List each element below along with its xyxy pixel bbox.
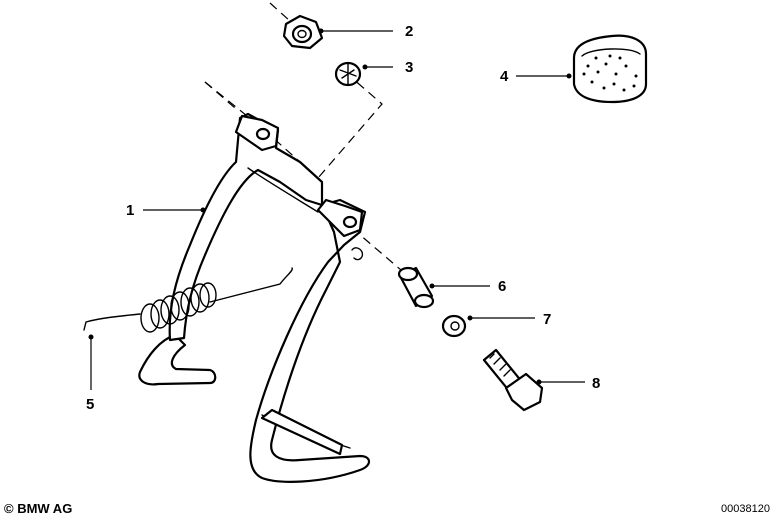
callout-leaders: [88, 28, 585, 390]
callout-7[interactable]: 7: [543, 311, 551, 328]
copyright-text: © BMW AG: [4, 501, 73, 516]
callout-1[interactable]: 1: [126, 202, 134, 219]
nut-part-2: [282, 14, 324, 50]
callout-8[interactable]: 8: [592, 375, 600, 392]
center-stand-part-1: [138, 112, 371, 483]
callout-2[interactable]: 2: [405, 23, 413, 40]
bolt-part-8: [482, 348, 544, 412]
rubber-buffer-part-4: [572, 34, 648, 104]
callout-4[interactable]: 4: [500, 68, 509, 85]
spring-part-5: [83, 267, 294, 333]
callout-6[interactable]: 6: [498, 278, 506, 295]
callout-3[interactable]: 3: [405, 59, 413, 76]
washer-part-3: [334, 61, 362, 87]
callout-5[interactable]: 5: [86, 396, 94, 413]
callout-labels: 1 2 3 4 5 6 7 8: [86, 23, 600, 413]
washer-part-7: [441, 314, 467, 338]
diagram-code: 00038120: [721, 503, 770, 515]
bushing-part-6: [397, 266, 435, 309]
